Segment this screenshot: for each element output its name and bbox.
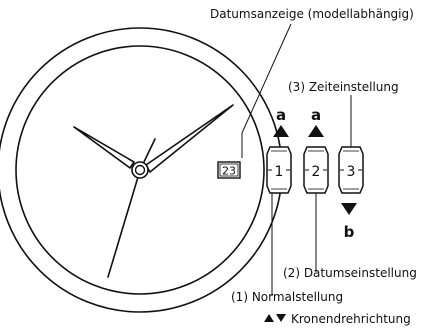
triangle-up-icon bbox=[308, 125, 324, 137]
crown-rotation-legend: Kronendrehrichtung bbox=[264, 312, 411, 326]
date-value: 23 bbox=[222, 165, 236, 178]
crown-number-3: 3 bbox=[347, 164, 356, 180]
date-setting-label: (2) Datumseinstellung bbox=[283, 266, 417, 280]
direction-b-label: b bbox=[344, 223, 355, 241]
date-window: 23 bbox=[217, 161, 241, 179]
watch-hands bbox=[73, 104, 234, 278]
triangle-up-icon bbox=[264, 314, 274, 322]
date-display-label: Datumsanzeige (modellabhängig) bbox=[210, 7, 414, 21]
direction-a-label-1: a bbox=[276, 106, 286, 124]
time-setting-label: (3) Zeiteinstellung bbox=[288, 80, 399, 94]
crown-number-1: 1 bbox=[275, 164, 284, 180]
direction-markers: a a b bbox=[273, 106, 357, 241]
crown-position-3: 3 bbox=[338, 146, 364, 194]
date-leader-line bbox=[241, 23, 292, 158]
triangle-up-icon bbox=[273, 125, 289, 137]
normal-position-label: (1) Normalstellung bbox=[231, 290, 343, 304]
second-hand bbox=[107, 176, 139, 278]
hour-hand bbox=[73, 126, 135, 169]
crown-position-1: 1 bbox=[266, 146, 292, 194]
crown-position-2: 2 bbox=[303, 146, 329, 194]
direction-a-label-2: a bbox=[311, 106, 321, 124]
triangle-down-icon bbox=[341, 203, 357, 215]
legend-text: Kronendrehrichtung bbox=[291, 312, 411, 326]
crown-leader-lines bbox=[271, 95, 352, 296]
crown-number-2: 2 bbox=[312, 164, 321, 180]
triangle-down-icon bbox=[276, 314, 286, 322]
